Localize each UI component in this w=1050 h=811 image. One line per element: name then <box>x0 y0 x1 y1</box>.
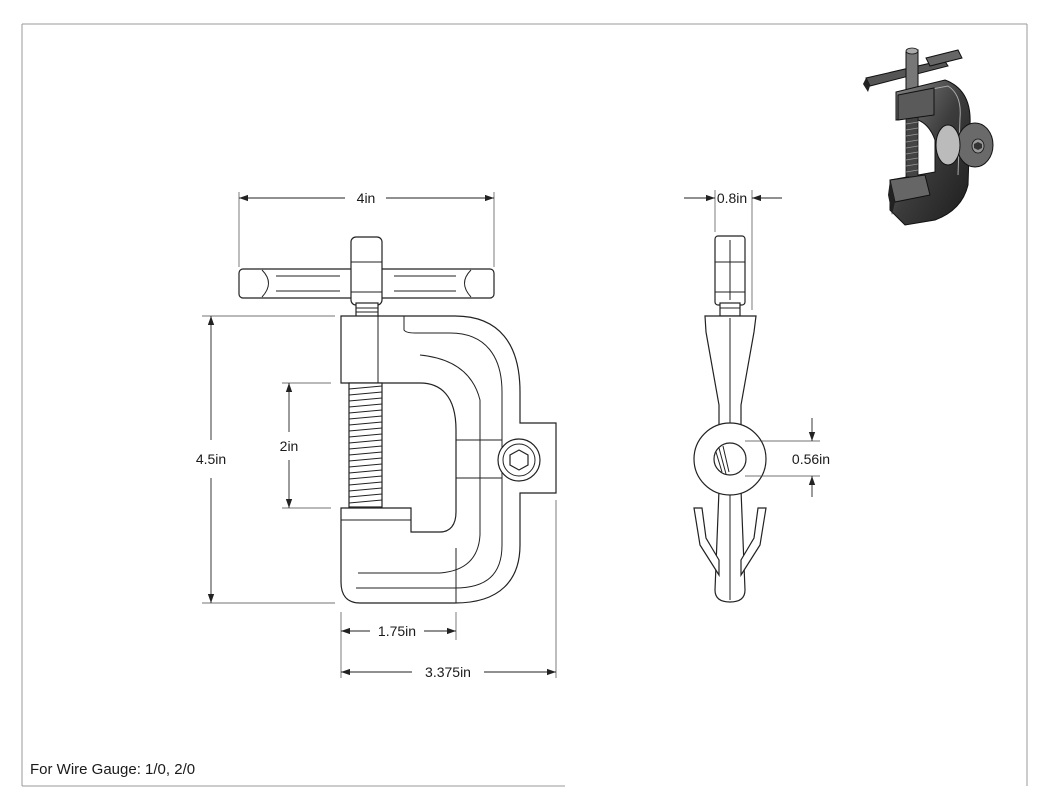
hex-socket-boss <box>497 438 541 482</box>
side-view-clamp: 0.8in 0.56in <box>684 190 830 603</box>
t-handle <box>238 236 495 318</box>
isometric-view-clamp <box>863 47 994 226</box>
dim-label-jaw-opening: 2in <box>280 438 299 454</box>
dim-label-throat-depth: 1.75in <box>378 623 416 639</box>
dim-overall-height: 4.5in <box>196 315 335 604</box>
c-frame-body <box>340 315 557 604</box>
threaded-screw <box>348 382 383 508</box>
dim-label-handle-width: 4in <box>357 190 376 206</box>
dim-throat-depth: 1.75in <box>340 612 457 678</box>
dim-hole-diameter: 0.56in <box>745 418 830 497</box>
dim-handle-width: 4in <box>238 190 495 267</box>
dim-label-overall-height: 4.5in <box>196 451 226 467</box>
dim-overall-width: 3.375in <box>341 500 557 680</box>
sheet-border <box>21 23 1028 787</box>
dim-side-thickness: 0.8in <box>684 190 782 310</box>
dim-label-hole-diameter: 0.56in <box>792 451 830 467</box>
dim-label-side-thickness: 0.8in <box>717 190 747 206</box>
wire-gauge-note: For Wire Gauge: 1/0, 2/0 <box>30 761 196 778</box>
dim-jaw-opening: 2in <box>280 382 331 509</box>
dim-label-overall-width: 3.375in <box>425 664 471 680</box>
front-view-clamp: 4in 4.5in 2in 1.75in <box>196 190 557 680</box>
